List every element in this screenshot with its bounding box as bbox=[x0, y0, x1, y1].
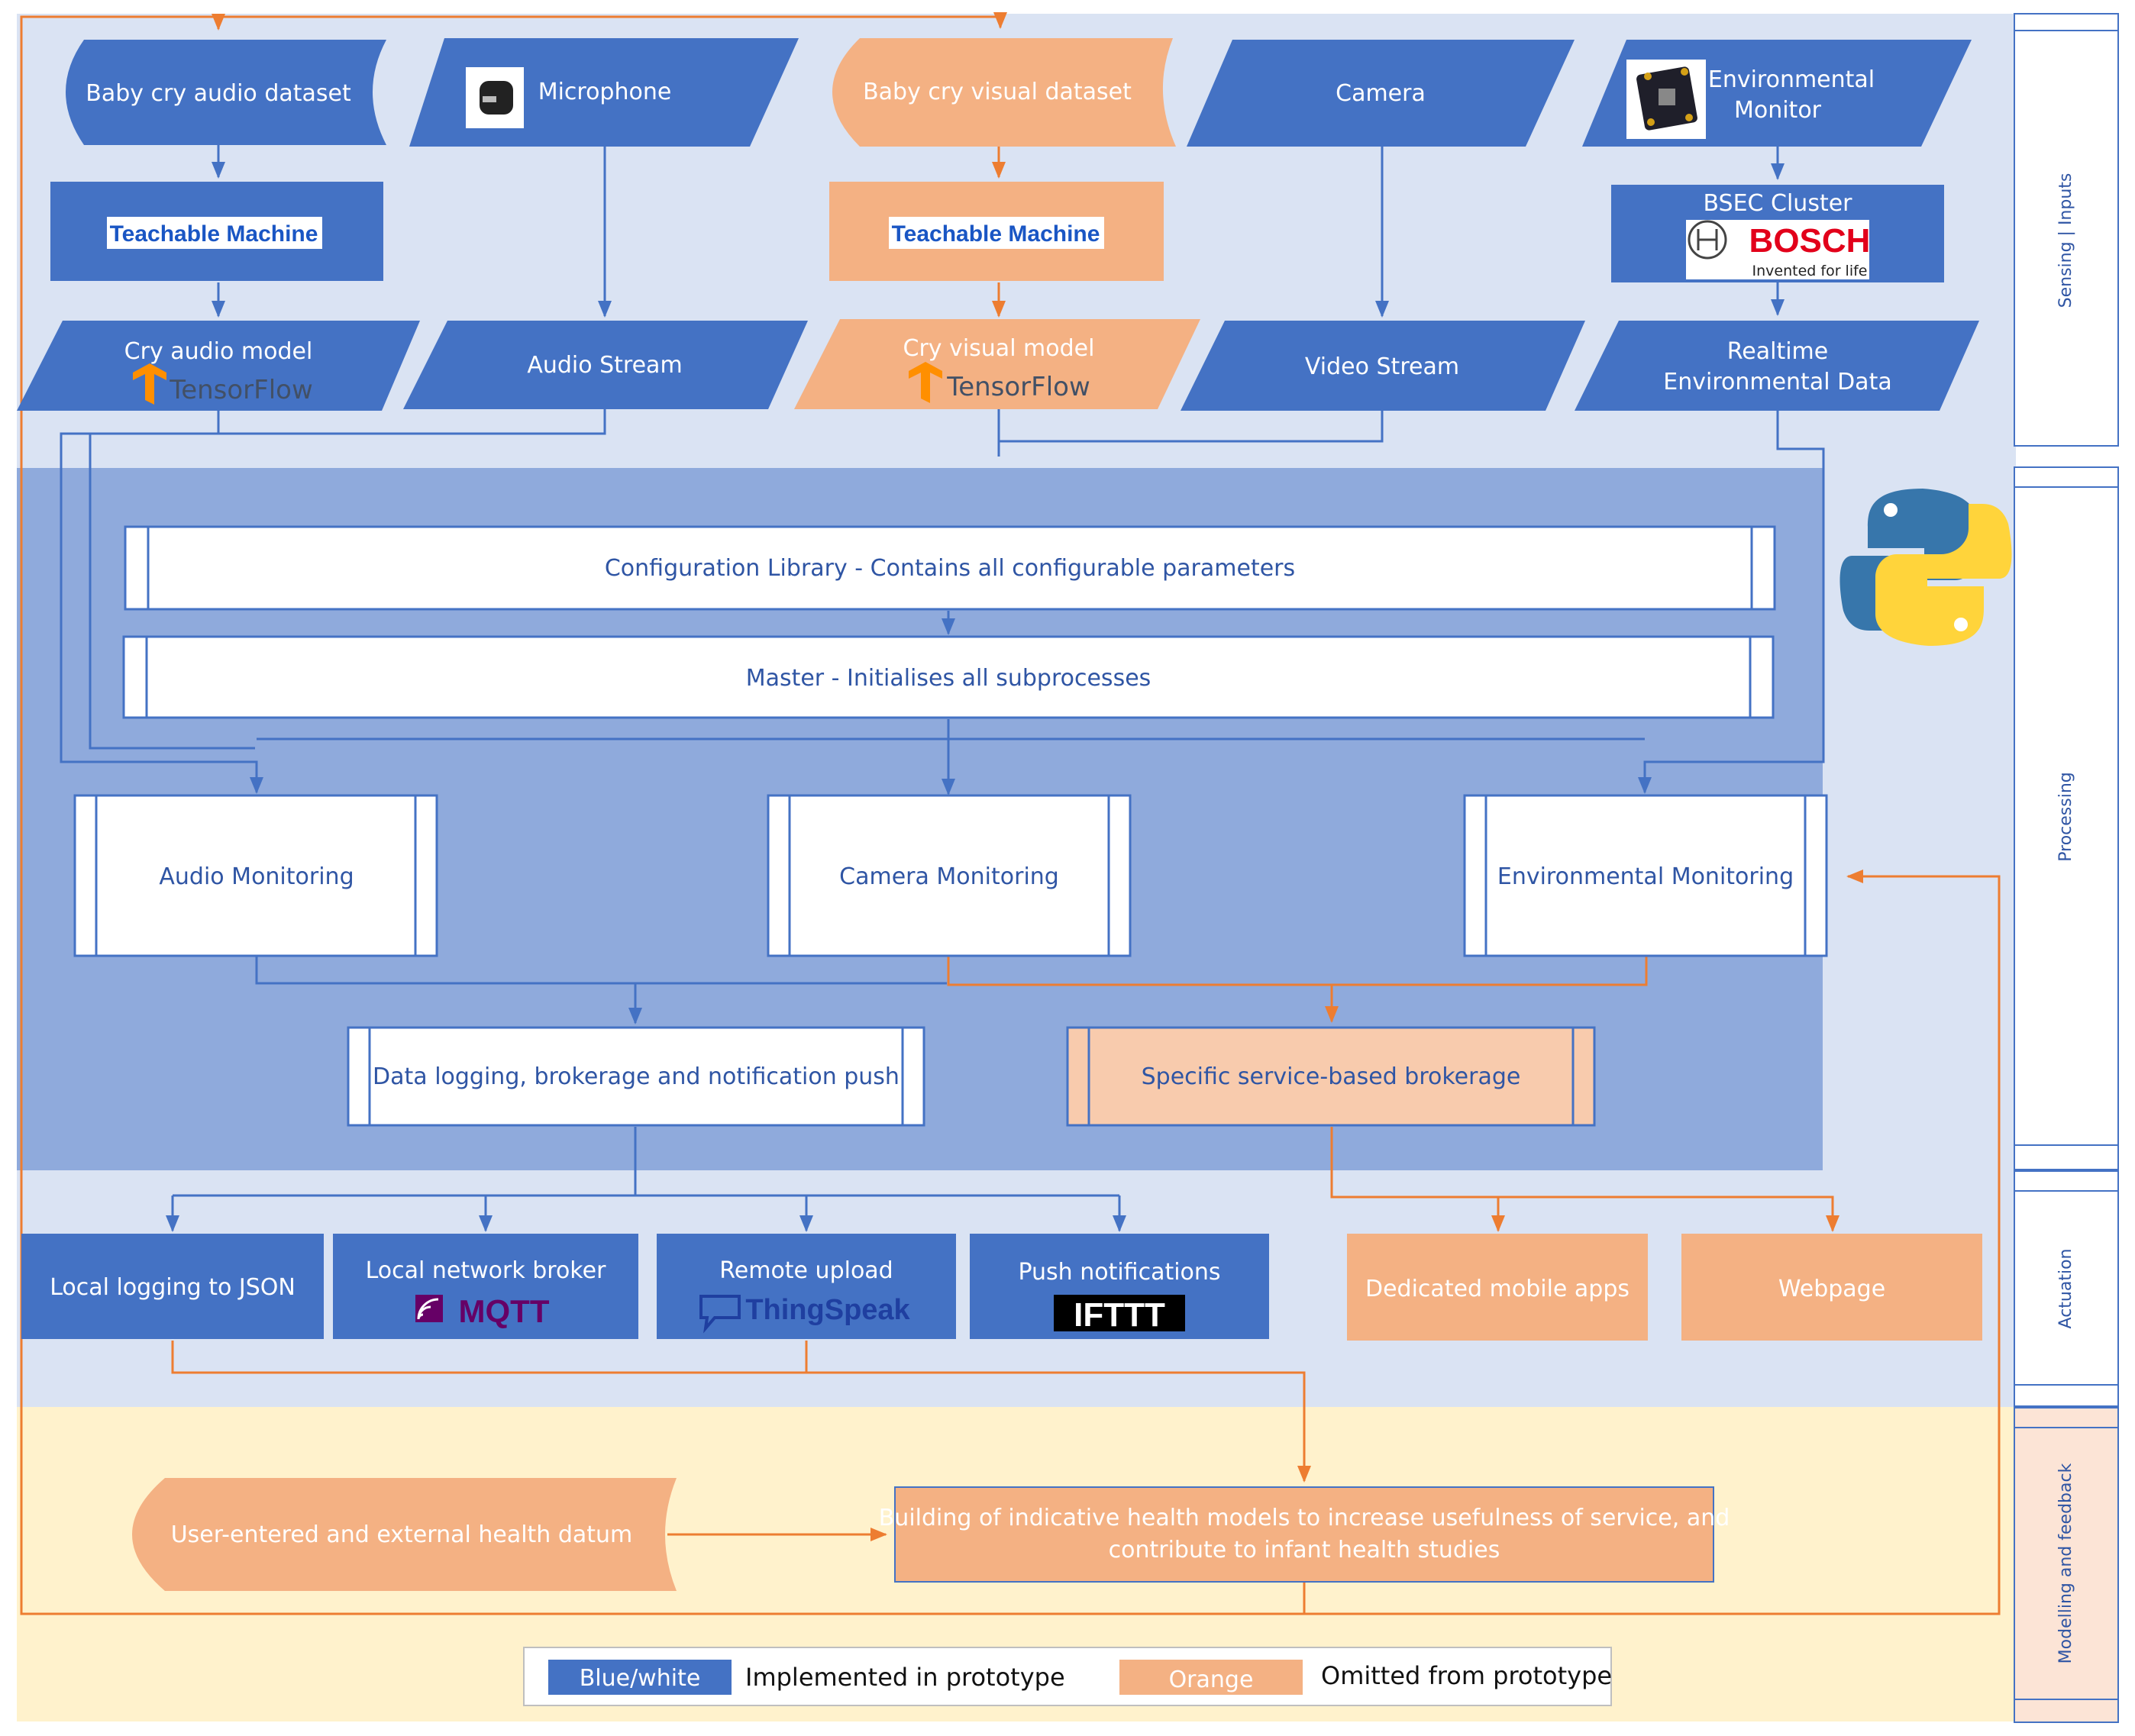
tensorflow-logo-visual: TensorFlow bbox=[946, 372, 1090, 402]
ifttt-logo: IFTTT bbox=[1074, 1296, 1165, 1334]
realtime-env-label-2: Environmental Data bbox=[1663, 369, 1891, 395]
cry-visual-dataset-label: Baby cry visual dataset bbox=[863, 79, 1132, 105]
node-camera-monitoring: Camera Monitoring bbox=[767, 794, 1132, 957]
tensorflow-logo-audio: TensorFlow bbox=[169, 375, 313, 405]
node-push-notifications: Push notifications IFTTT bbox=[970, 1234, 1269, 1339]
node-video-stream: Video Stream bbox=[1181, 321, 1585, 411]
node-audio-monitoring: Audio Monitoring bbox=[73, 794, 438, 957]
realtime-env-label-1: Realtime bbox=[1727, 338, 1828, 365]
legend-orange-swatch bbox=[1119, 1660, 1303, 1695]
cry-visual-model-label: Cry visual model bbox=[903, 335, 1095, 362]
master-label: Master - Initialises all subprocesses bbox=[746, 665, 1151, 692]
audio-stream-label: Audio Stream bbox=[527, 352, 682, 379]
node-data-logging: Data logging, brokerage and notification… bbox=[347, 1026, 925, 1127]
node-local-broker: Local network broker MQTT bbox=[333, 1234, 638, 1339]
push-notifications-label: Push notifications bbox=[1018, 1259, 1220, 1286]
node-local-logging: Local logging to JSON bbox=[21, 1234, 324, 1339]
health-models-label-2: contribute to infant health studies bbox=[1109, 1537, 1500, 1563]
lane-processing-label: Processing bbox=[2056, 772, 2075, 861]
lane-modelling-label: Modelling and feedback bbox=[2056, 1463, 2075, 1663]
node-cry-visual-model: Cry visual model TensorFlow bbox=[794, 319, 1200, 409]
node-master: Master - Initialises all subprocesses bbox=[122, 635, 1775, 719]
configuration-library-label: Configuration Library - Contains all con… bbox=[605, 555, 1295, 582]
node-cry-audio-model: Cry audio model TensorFlow bbox=[17, 321, 420, 411]
node-teachable-machine-audio: Teachable Machine bbox=[50, 182, 383, 281]
mobile-apps-label: Dedicated mobile apps bbox=[1365, 1276, 1630, 1302]
microphone-label: Microphone bbox=[538, 79, 672, 105]
orange-connectors bbox=[20, 12, 2001, 1615]
service-brokerage-label: Specific service-based brokerage bbox=[1142, 1063, 1521, 1090]
health-models-label-1: Building of indicative health models to … bbox=[879, 1505, 1730, 1531]
lane-sensing: Sensing | Inputs bbox=[2014, 13, 2119, 447]
node-cry-audio-dataset: Baby cry audio dataset bbox=[66, 40, 386, 145]
legend: Blue/white Implemented in prototype Oran… bbox=[523, 1647, 1612, 1706]
local-broker-label: Local network broker bbox=[366, 1257, 606, 1284]
lane-modelling: Modelling and feedback bbox=[2014, 1407, 2119, 1723]
node-remote-upload: Remote upload ThingSpeak bbox=[657, 1234, 956, 1339]
node-bsec-cluster: BSEC Cluster BOSCH Invented for life bbox=[1611, 185, 1944, 282]
bosch-tagline: Invented for life bbox=[1752, 263, 1868, 279]
node-teachable-machine-visual: Teachable Machine bbox=[829, 182, 1164, 281]
legend-blue-swatch bbox=[548, 1660, 732, 1695]
data-logging-label: Data logging, brokerage and notification… bbox=[373, 1063, 900, 1090]
mqtt-icon bbox=[415, 1295, 443, 1322]
user-health-datum-label: User-entered and external health datum bbox=[171, 1521, 633, 1548]
node-audio-stream: Audio Stream bbox=[403, 321, 808, 409]
tensorflow-icon-visual bbox=[909, 362, 942, 403]
env-monitor-label-1: Environmental bbox=[1708, 66, 1875, 93]
tensorflow-icon bbox=[133, 363, 166, 405]
node-environmental-monitor: Environmental Monitor bbox=[1582, 40, 1972, 147]
remote-upload-label: Remote upload bbox=[719, 1257, 893, 1284]
blue-connectors bbox=[60, 145, 1825, 1232]
node-service-brokerage: Specific service-based brokerage bbox=[1066, 1026, 1596, 1127]
node-mobile-apps: Dedicated mobile apps bbox=[1347, 1234, 1648, 1341]
node-realtime-env-data: Realtime Environmental Data bbox=[1575, 321, 1979, 411]
sensor-board-icon bbox=[1626, 60, 1706, 139]
node-camera: Camera bbox=[1187, 40, 1575, 147]
audio-monitoring-label: Audio Monitoring bbox=[159, 863, 354, 890]
legend-orange-swatch-label: Orange bbox=[1169, 1667, 1254, 1693]
bosch-armature-icon bbox=[1688, 220, 1727, 260]
local-logging-label: Local logging to JSON bbox=[50, 1274, 296, 1301]
node-environmental-monitoring: Environmental Monitoring bbox=[1463, 794, 1828, 957]
node-microphone: Microphone bbox=[409, 38, 799, 147]
thingspeak-icon bbox=[699, 1295, 741, 1334]
cry-audio-dataset-label: Baby cry audio dataset bbox=[86, 80, 351, 107]
webpage-label: Webpage bbox=[1778, 1276, 1885, 1302]
lane-processing: Processing bbox=[2014, 466, 2119, 1170]
node-webpage: Webpage bbox=[1681, 1234, 1982, 1341]
mqtt-logo: MQTT bbox=[459, 1293, 550, 1329]
lane-sensing-label: Sensing | Inputs bbox=[2056, 173, 2075, 308]
environmental-monitoring-label: Environmental Monitoring bbox=[1497, 863, 1794, 890]
node-user-health-datum: User-entered and external health datum bbox=[132, 1478, 677, 1591]
lane-actuation: Actuation bbox=[2014, 1170, 2119, 1407]
node-cry-visual-dataset: Baby cry visual dataset bbox=[832, 38, 1176, 147]
video-stream-label: Video Stream bbox=[1305, 353, 1459, 380]
legend-orange-desc: Omitted from prototype bbox=[1321, 1661, 1612, 1690]
cry-audio-model-label: Cry audio model bbox=[124, 338, 313, 365]
node-health-models: Building of indicative health models to … bbox=[879, 1486, 1730, 1583]
python-logo-icon bbox=[1839, 489, 2012, 646]
thingspeak-logo: ThingSpeak bbox=[745, 1294, 910, 1326]
camera-monitoring-label: Camera Monitoring bbox=[839, 863, 1059, 890]
teachable-machine-visual-logo: Teachable Machine bbox=[892, 221, 1100, 247]
bsec-cluster-label: BSEC Cluster bbox=[1703, 190, 1852, 217]
teachable-machine-audio-logo: Teachable Machine bbox=[110, 221, 318, 247]
bosch-logo: BOSCH bbox=[1749, 222, 1871, 260]
microphone-icon bbox=[466, 67, 524, 128]
env-monitor-label-2: Monitor bbox=[1734, 97, 1822, 124]
camera-label: Camera bbox=[1336, 80, 1426, 107]
node-configuration-library: Configuration Library - Contains all con… bbox=[124, 525, 1776, 611]
legend-blue-desc: Implemented in prototype bbox=[745, 1663, 1065, 1692]
lane-actuation-label: Actuation bbox=[2056, 1249, 2075, 1329]
legend-blue-swatch-label: Blue/white bbox=[580, 1665, 701, 1692]
